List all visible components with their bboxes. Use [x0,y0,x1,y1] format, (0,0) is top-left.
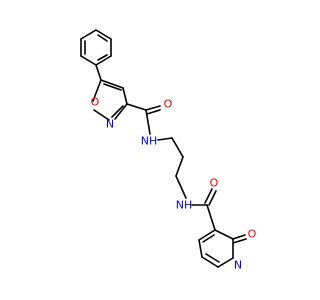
bond [92,79,102,102]
bond [157,137,173,141]
bond [214,229,234,240]
bond [175,175,187,199]
double-bond [205,253,220,263]
atom-nh-amide: NH [176,199,193,212]
atom-nh-amide: NH [141,135,158,148]
bond [80,55,97,66]
molecule-structure: O N O NH NH O O N [0,0,300,300]
bond [126,103,147,111]
double-bond [232,234,246,240]
bond [93,109,110,121]
double-bond [146,109,161,115]
bond [171,137,184,158]
atom-o-amide: O [164,98,173,111]
double-bond [208,190,217,206]
double-bond [198,229,216,241]
double-bond [145,105,161,111]
structure-canvas: O N O NH NH O O N [0,0,300,300]
pyridinone-ring [198,229,247,268]
double-bond [111,105,124,118]
atom-o-oxo: O [248,228,257,241]
background [0,0,300,300]
double-bond [201,256,219,268]
phenyl-ring [80,29,112,66]
bond [175,156,184,177]
bond [80,29,97,40]
double-bond [97,54,108,61]
bond [114,103,128,120]
bond [95,29,112,40]
atom-n-ring: N [106,118,114,131]
bond [100,79,124,89]
double-bond [204,188,213,204]
atom-o-ring: O [91,96,100,109]
double-bond [103,83,122,91]
atom-o-amide: O [210,177,219,190]
bond [122,87,128,105]
double-bond [202,234,215,243]
bond [206,204,216,231]
bond [217,257,234,268]
atom-n-pyridine: N [234,259,242,272]
bond [95,55,112,66]
double-bond [97,34,108,42]
double-bond [232,238,247,244]
bond [95,64,102,81]
bond [198,239,203,258]
bond [145,109,151,135]
isoxazole-ring [92,79,128,121]
